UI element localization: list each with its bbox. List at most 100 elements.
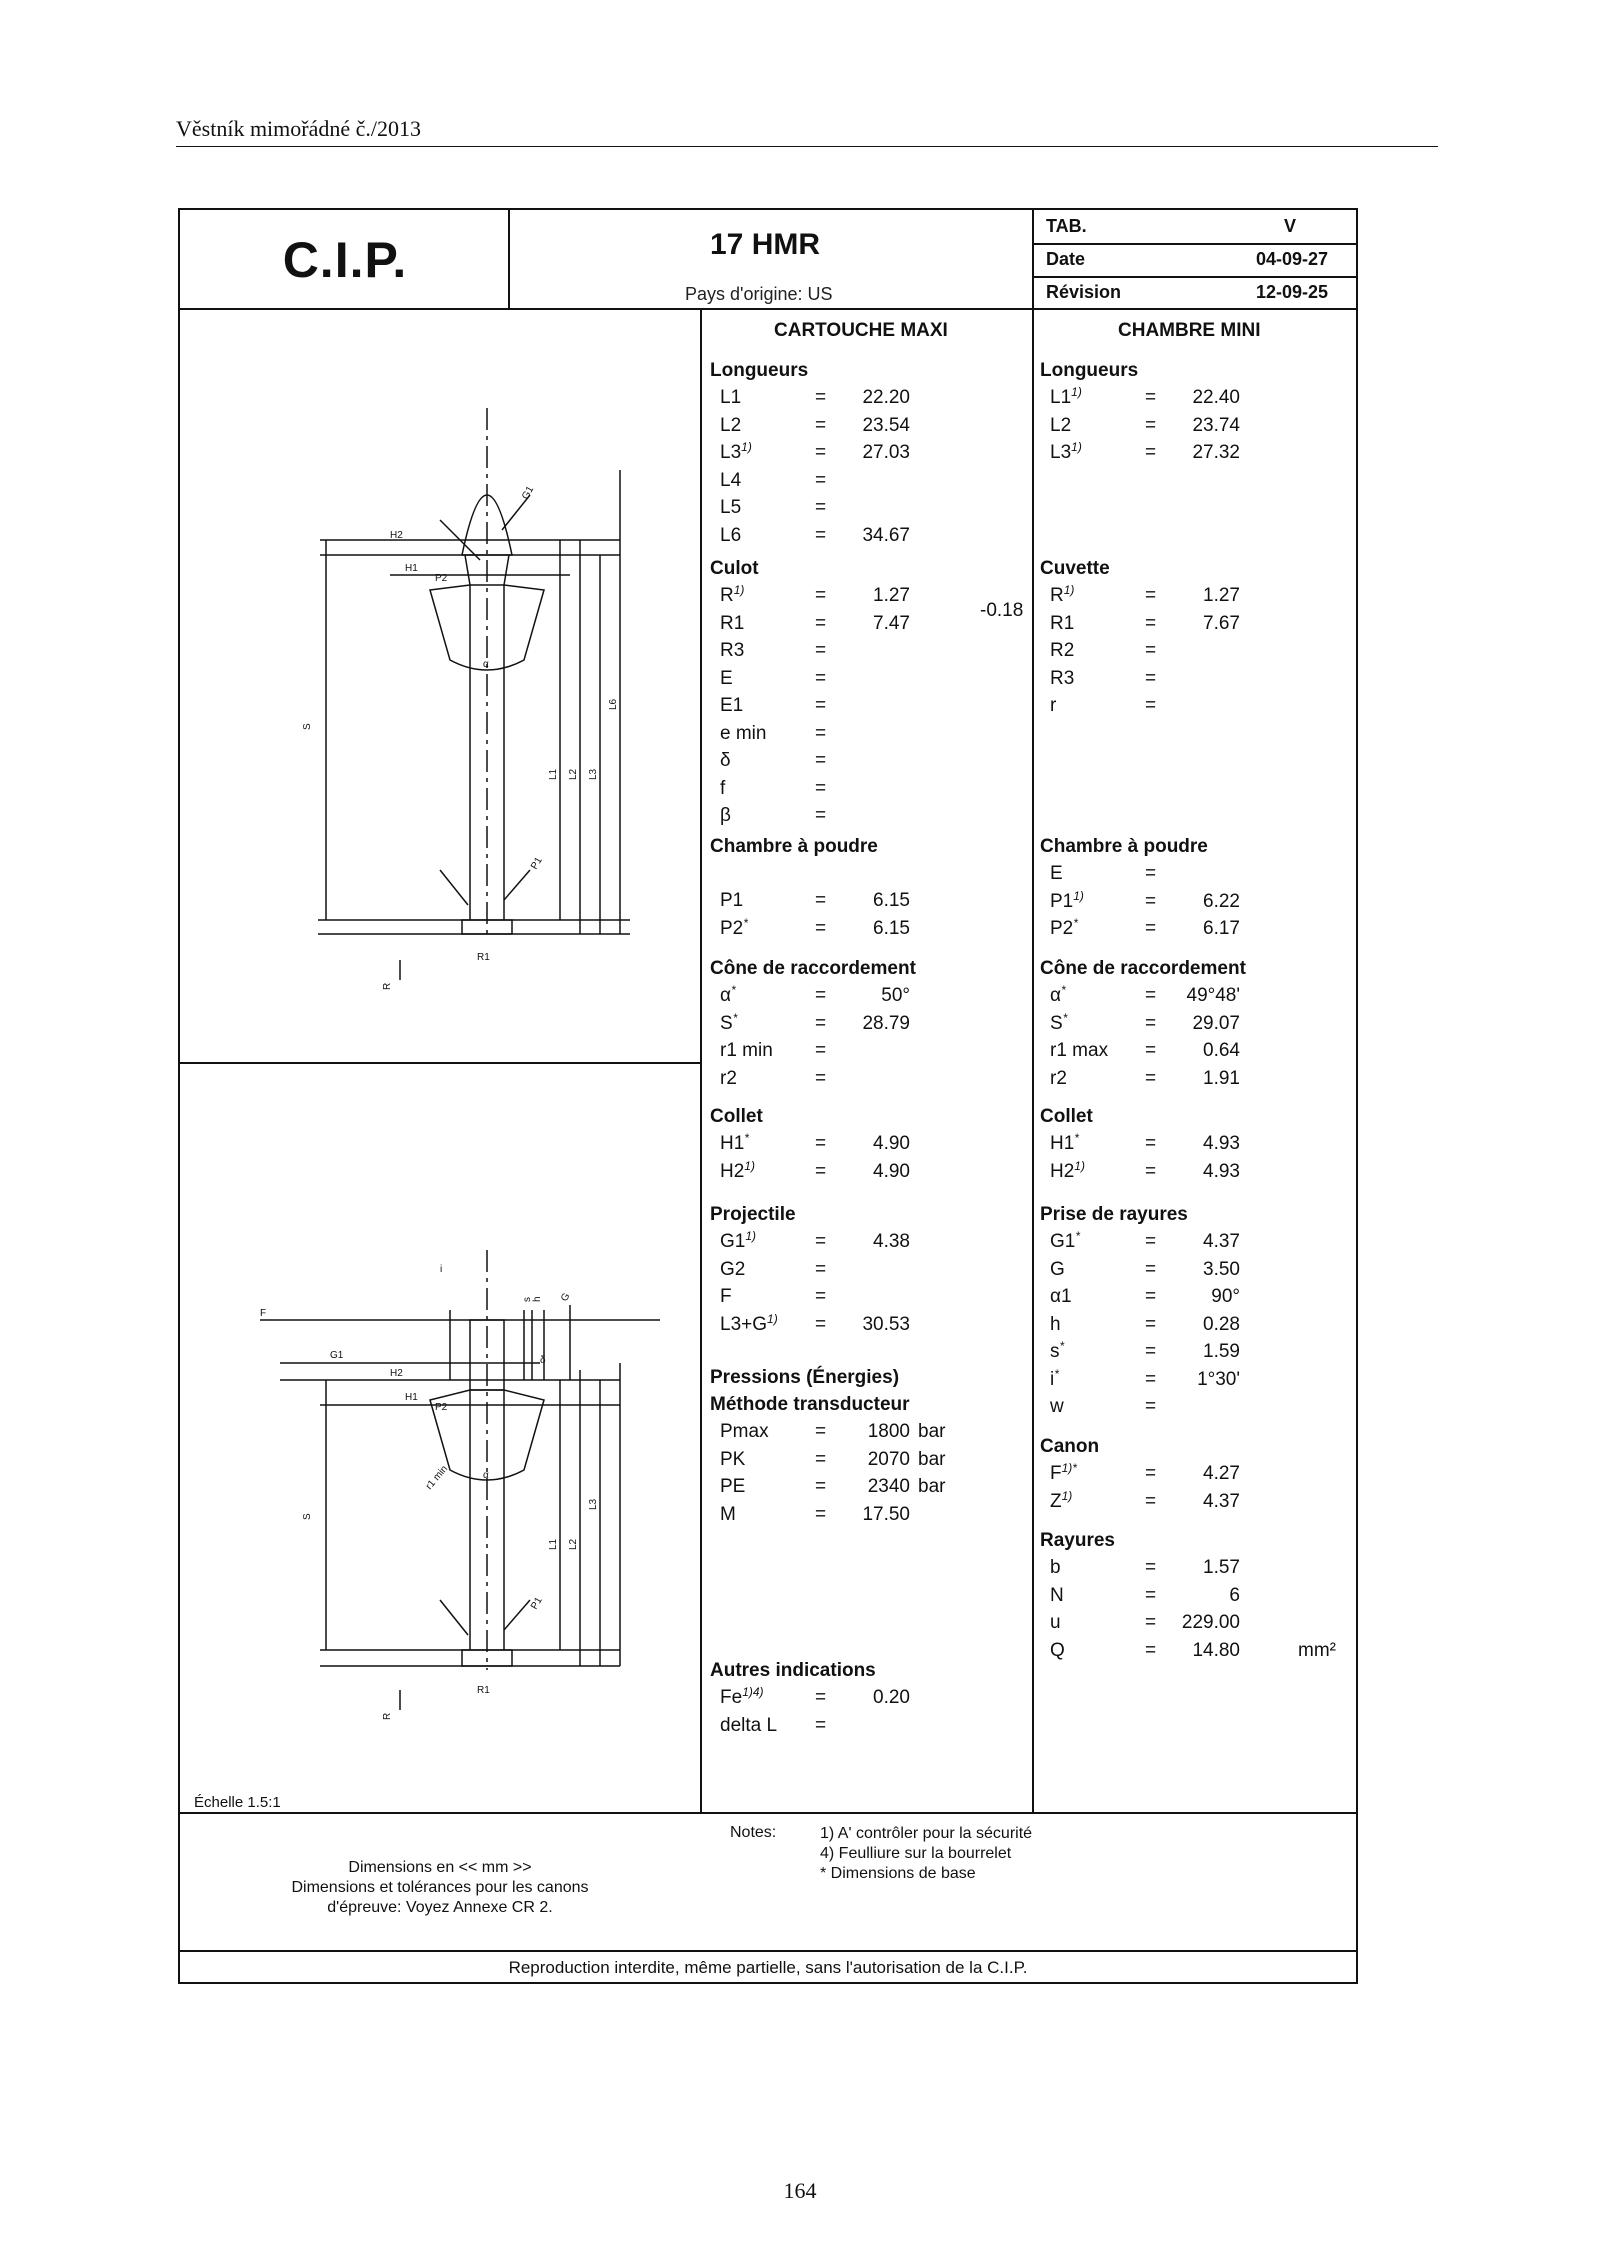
dimension-row: f=	[710, 778, 910, 805]
dimension-label: Fe1)4)	[720, 1685, 810, 1709]
dimension-label: PE	[720, 1476, 810, 1498]
svg-text:P1: P1	[529, 855, 545, 871]
equals-sign: =	[1145, 918, 1157, 939]
dimension-row: M=17.50	[710, 1504, 910, 1531]
dimension-row: β=	[710, 805, 910, 832]
svg-text:L1: L1	[548, 1538, 559, 1550]
svg-text:H2: H2	[390, 530, 403, 541]
equals-sign: =	[1145, 442, 1157, 463]
section-title: Rayures	[1040, 1530, 1115, 1551]
svg-text:H1: H1	[405, 563, 418, 574]
dimension-value: 4.90	[873, 1133, 910, 1154]
footnote-marker: *	[1054, 1366, 1059, 1381]
dimension-value: 7.47	[873, 612, 910, 634]
dimension-label: G2	[720, 1259, 810, 1281]
dimension-symbol: R2	[1050, 640, 1075, 661]
dimension-label: L31)	[720, 440, 810, 464]
equals-sign: =	[815, 1313, 827, 1335]
dimension-row: L6=34.67	[710, 525, 910, 552]
dimension-label: R3	[1050, 668, 1140, 690]
dimension-label: h	[1050, 1314, 1140, 1336]
section-title: Cuvette	[1040, 558, 1110, 579]
equals-sign: =	[1145, 667, 1157, 689]
section-title: Cône de raccordement	[710, 958, 916, 979]
dimension-label: H1*	[1050, 1131, 1140, 1155]
section-title: Culot	[710, 558, 759, 579]
dimension-row: F=	[710, 1286, 910, 1313]
dimension-row: H1*=4.93	[1040, 1131, 1240, 1160]
revision-label: Révision	[1046, 282, 1122, 302]
section-title: Chambre à poudre	[710, 836, 878, 857]
equals-sign: =	[1145, 1160, 1157, 1182]
dimension-row: L31)=27.03	[710, 440, 910, 469]
svg-text:G: G	[559, 1291, 573, 1303]
equals-sign: =	[1145, 695, 1157, 716]
footnote-marker: 1)	[1074, 1158, 1085, 1173]
divider	[700, 308, 702, 1812]
svg-text:H1: H1	[405, 1392, 418, 1403]
equals-sign: =	[815, 640, 827, 661]
revision-row: Révision 12-09-25	[1032, 276, 1358, 309]
dimension-row: r1 min=	[710, 1040, 910, 1067]
date-label: Date	[1046, 249, 1086, 269]
dimension-symbol: M	[720, 1503, 736, 1525]
equals-sign: =	[1145, 387, 1157, 408]
equals-sign: =	[815, 777, 827, 799]
dimension-label: P2*	[720, 916, 810, 940]
dimension-symbol: β	[720, 805, 731, 826]
dimension-label: L11)	[1050, 385, 1140, 409]
dimension-value: 14.80	[1192, 1639, 1240, 1661]
dimension-symbol: r	[1050, 695, 1057, 716]
dimension-row: H1*=4.90	[710, 1131, 910, 1160]
dimension-symbol: α1	[1050, 1286, 1072, 1307]
section-title: Longueurs	[1040, 360, 1139, 381]
section-title: Pressions (Énergies)	[710, 1367, 900, 1388]
header-rule	[176, 146, 1438, 147]
cartridge-drawing: H2 H1 P2 G1 R1 P1 S L1 L2 L3 L6 R α	[302, 408, 630, 990]
divider	[508, 210, 510, 308]
dimension-row: α*=50°	[710, 983, 910, 1012]
dimension-symbol: L2	[720, 414, 742, 436]
equals-sign: =	[815, 1231, 827, 1252]
dimension-label: E1	[720, 695, 810, 717]
svg-text:R: R	[382, 1713, 393, 1720]
dimension-row: b=1.57	[1040, 1557, 1240, 1584]
dimension-value: 4.37	[1203, 1231, 1240, 1252]
svg-text:L2: L2	[568, 1538, 579, 1550]
dimension-symbol: E	[1050, 863, 1063, 884]
dimension-label: e min	[720, 723, 810, 745]
dimension-row: r1 max=0.64	[1040, 1040, 1240, 1067]
dimension-row: P2*=6.15	[710, 916, 910, 945]
equals-sign: =	[815, 722, 827, 744]
dimension-label: P1	[720, 890, 810, 912]
equals-sign: =	[815, 585, 827, 606]
dimension-symbol: R	[720, 585, 734, 606]
note-item: 1) A' contrôler pour la sécurité	[820, 1825, 1033, 1842]
note-item: * Dimensions de base	[820, 1865, 976, 1882]
dimension-value: 1.91	[1203, 1067, 1240, 1089]
tab-label: TAB.	[1046, 216, 1087, 236]
svg-text:S: S	[302, 1513, 313, 1520]
dimension-row: E=	[1040, 863, 1240, 890]
equals-sign: =	[1145, 1612, 1157, 1633]
footnote-marker: 1)	[745, 1229, 757, 1243]
dimension-symbol: G1	[1050, 1231, 1076, 1252]
divider	[1032, 243, 1356, 245]
dimension-row: Fe1)4)=0.20	[710, 1685, 910, 1714]
footnote-marker: 1)	[1071, 385, 1082, 399]
dimension-symbol: α	[720, 985, 731, 1006]
svg-text:P2: P2	[435, 1402, 448, 1413]
equals-sign: =	[815, 1160, 827, 1182]
footnote-marker: *	[732, 1010, 738, 1025]
dimension-row: R3=	[710, 640, 910, 667]
dimension-symbol: H1	[1050, 1133, 1075, 1154]
dimension-row: L2=23.74	[1040, 415, 1240, 442]
dimension-symbol: r1 max	[1050, 1040, 1109, 1061]
dimension-symbol: G	[1050, 1258, 1065, 1280]
section-title: Projectile	[710, 1204, 796, 1225]
dimension-label: L2	[1050, 415, 1140, 437]
section-title: Cône de raccordement	[1040, 958, 1246, 979]
dimension-symbol: R3	[1050, 667, 1075, 689]
svg-text:F: F	[260, 1308, 266, 1319]
